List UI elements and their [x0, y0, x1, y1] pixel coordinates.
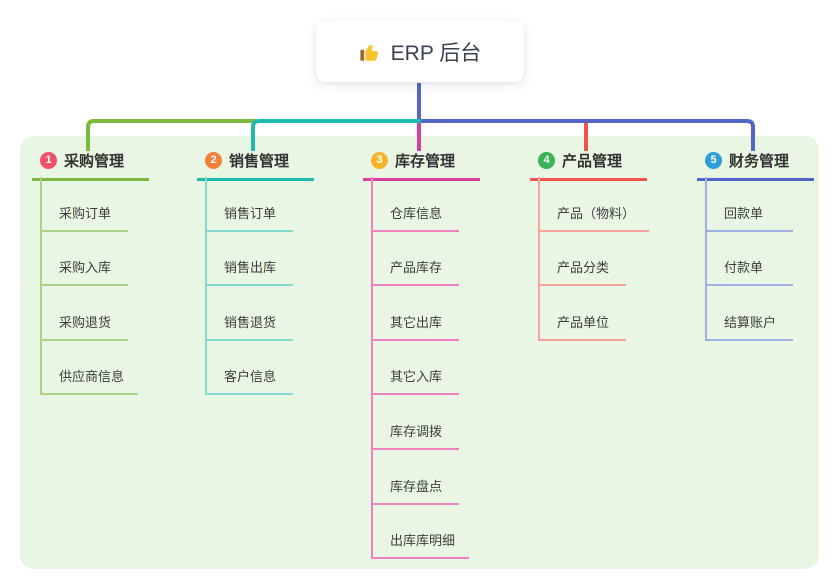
- child-label: 产品（物料）: [557, 205, 636, 221]
- child-label: 产品单位: [557, 314, 610, 330]
- child-label: 出库库明细: [390, 533, 456, 549]
- child-label: 供应商信息: [59, 369, 125, 385]
- child-label: 采购退货: [59, 314, 112, 330]
- child-label: 库存盘点: [390, 478, 443, 494]
- branch-header-5[interactable]: 5 财务管理: [697, 150, 814, 181]
- child-label: 其它出库: [390, 314, 443, 330]
- branch-header-4[interactable]: 4 产品管理: [530, 150, 647, 181]
- child-node[interactable]: 供应商信息: [42, 341, 139, 396]
- child-node[interactable]: 仓库信息: [373, 177, 459, 232]
- child-label: 采购入库: [59, 260, 112, 276]
- child-node[interactable]: 采购入库: [42, 232, 128, 287]
- branch-number-badge: 5: [705, 152, 722, 169]
- child-label: 产品分类: [557, 260, 610, 276]
- child-label: 库存调拨: [390, 423, 443, 439]
- children-group: 仓库信息产品库存其它出库其它入库库存调拨库存盘点出库库明细: [371, 177, 470, 560]
- thumbs-up-icon: [360, 44, 378, 61]
- child-node[interactable]: 产品库存: [373, 232, 459, 287]
- child-label: 采购订单: [59, 205, 112, 221]
- branch-header-1[interactable]: 1 采购管理: [32, 150, 149, 181]
- child-node[interactable]: 出库库明细: [373, 505, 470, 560]
- child-node[interactable]: 产品分类: [540, 232, 626, 287]
- branch-label: 财务管理: [729, 153, 790, 170]
- branch-number-badge: 4: [538, 152, 555, 169]
- child-label: 仓库信息: [390, 205, 443, 221]
- child-label: 客户信息: [224, 369, 277, 385]
- child-node[interactable]: 产品单位: [540, 286, 626, 341]
- children-group: 销售订单销售出库销售退货客户信息: [205, 177, 293, 396]
- branch-number-badge: 2: [205, 152, 222, 169]
- child-node[interactable]: 回款单: [707, 177, 793, 232]
- child-label: 回款单: [724, 205, 764, 221]
- child-node[interactable]: 其它入库: [373, 341, 459, 396]
- child-label: 付款单: [724, 260, 764, 276]
- root-label: ERP 后台: [390, 41, 482, 65]
- mindmap-panel: [20, 136, 819, 569]
- branch-label: 销售管理: [229, 153, 290, 170]
- child-node[interactable]: 采购退货: [42, 286, 128, 341]
- child-node[interactable]: 付款单: [707, 232, 793, 287]
- branch-header-3[interactable]: 3 库存管理: [363, 150, 480, 181]
- child-node[interactable]: 结算账户: [707, 286, 793, 341]
- child-node[interactable]: 销售订单: [207, 177, 293, 232]
- root-node[interactable]: ERP 后台: [316, 21, 524, 82]
- child-node[interactable]: 库存盘点: [373, 450, 459, 505]
- child-node[interactable]: 客户信息: [207, 341, 293, 396]
- children-group: 产品（物料） 产品分类产品单位: [538, 177, 650, 341]
- branch-number-badge: 1: [40, 152, 57, 169]
- branch-header-2[interactable]: 2 销售管理: [197, 150, 314, 181]
- branch-label: 采购管理: [64, 153, 125, 170]
- child-label: 结算账户: [724, 314, 777, 330]
- child-node[interactable]: 采购订单: [42, 177, 128, 232]
- branch-label: 产品管理: [562, 153, 623, 170]
- child-node[interactable]: 销售退货: [207, 286, 293, 341]
- child-label: 产品库存: [390, 260, 443, 276]
- child-label: 销售订单: [224, 205, 277, 221]
- children-group: 采购订单采购入库采购退货供应商信息: [40, 177, 139, 396]
- child-label: 其它入库: [390, 369, 443, 385]
- child-label: 销售出库: [224, 260, 277, 276]
- child-node[interactable]: 产品（物料）: [540, 177, 650, 232]
- branch-label: 库存管理: [395, 153, 456, 170]
- child-label: 销售退货: [224, 314, 277, 330]
- children-group: 回款单付款单结算账户: [705, 177, 793, 341]
- child-node[interactable]: 库存调拨: [373, 395, 459, 450]
- branch-number-badge: 3: [371, 152, 388, 169]
- child-node[interactable]: 销售出库: [207, 232, 293, 287]
- child-node[interactable]: 其它出库: [373, 286, 459, 341]
